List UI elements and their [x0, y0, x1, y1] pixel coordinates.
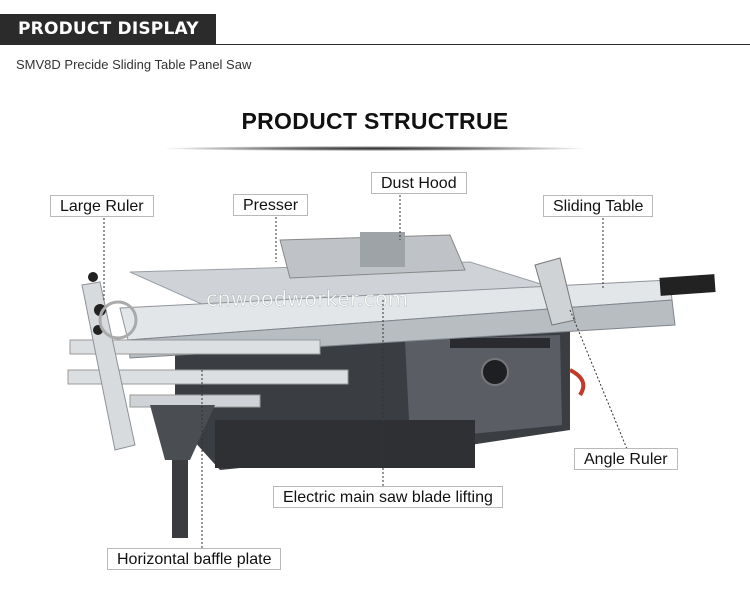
control-panel	[450, 338, 550, 348]
product-subtitle: SMV8D Precide Sliding Table Panel Saw	[16, 57, 252, 72]
handwheel	[481, 358, 509, 386]
support-arm	[150, 405, 215, 460]
label-sliding-table: Sliding Table	[543, 195, 654, 217]
fence-knob-3	[88, 272, 98, 282]
page-title: PRODUCT STRUCTRUE	[241, 108, 509, 134]
label-dust-hood: Dust Hood	[371, 172, 467, 194]
table-end-cap	[659, 274, 716, 296]
large-ruler-fence	[81, 281, 136, 451]
machine-side-panel	[405, 335, 562, 440]
label-large-ruler: Large Ruler	[50, 195, 154, 217]
section-header-title: PRODUCT DISPLAY	[18, 19, 199, 39]
watermark-text: cnwoodworker.com	[206, 287, 408, 311]
machine-base	[215, 420, 475, 468]
label-baffle-plate: Horizontal baffle plate	[107, 548, 282, 570]
section-header: PRODUCT DISPLAY	[0, 14, 216, 45]
header-divider	[216, 44, 750, 45]
label-angle-ruler: Angle Ruler	[574, 448, 678, 470]
support-leg	[172, 460, 188, 538]
label-blade-lifting: Electric main saw blade lifting	[273, 486, 503, 508]
red-hose	[569, 368, 586, 397]
dust-hood	[360, 232, 405, 267]
rail-2	[67, 369, 349, 385]
title-underline	[165, 146, 585, 151]
fence-wheel	[98, 300, 138, 340]
label-presser: Presser	[233, 194, 309, 216]
rail-1	[69, 339, 321, 355]
